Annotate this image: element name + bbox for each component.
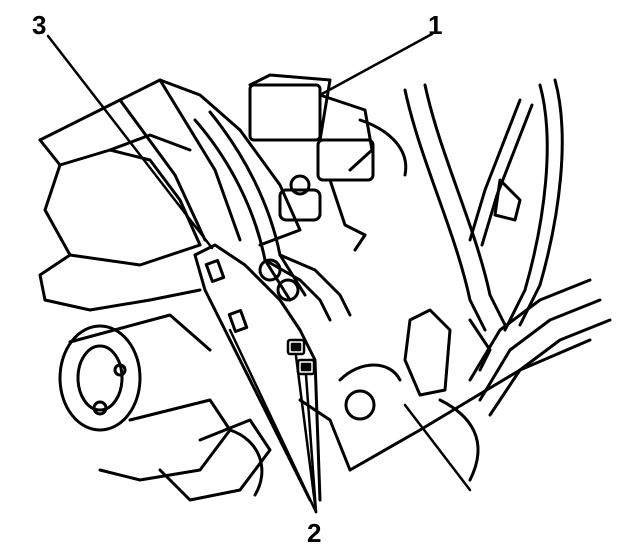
upper-module [248, 73, 408, 252]
leader-line-3 [46, 34, 214, 250]
leader-line-2a [294, 354, 318, 514]
callout-2: 2 [307, 518, 322, 548]
leader-line-2c [228, 328, 318, 514]
left-frame-body [38, 78, 302, 312]
callout-3: 3 [32, 10, 47, 40]
leader-lines [46, 32, 472, 514]
leader-line-1 [318, 32, 434, 97]
pointer-line [403, 403, 472, 492]
fasteners [286, 338, 316, 376]
tube-bundle [193, 110, 352, 322]
leader-line-2b [304, 373, 318, 514]
lower-right-panel [298, 308, 592, 482]
callout-1: 1 [428, 10, 443, 40]
cylinder-assembly [58, 313, 272, 502]
hose-group-right [403, 78, 612, 417]
